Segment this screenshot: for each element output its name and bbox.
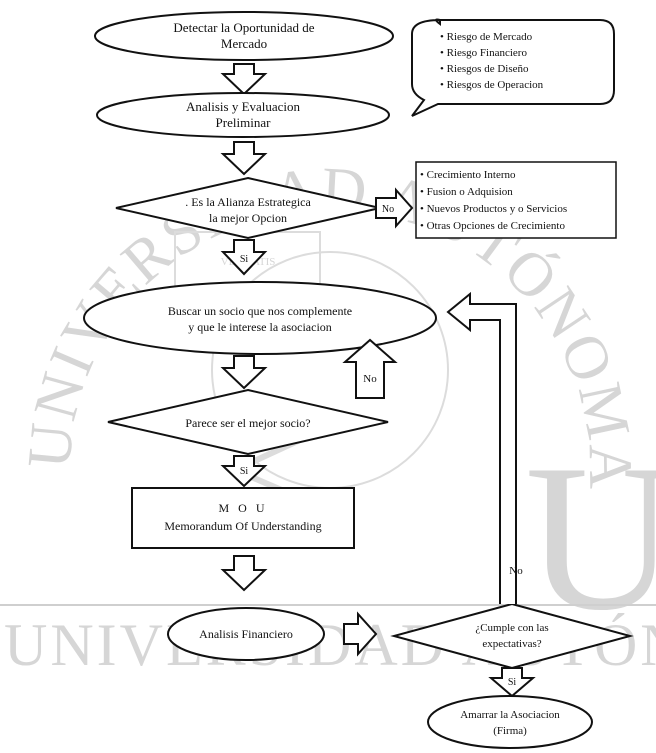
node-mou: M O U Memorandum Of Understanding [131, 487, 355, 549]
risk-item: • Riesgo Financiero [440, 47, 527, 59]
down-arrow-icon [220, 455, 268, 488]
node-text-line: la mejor Opcion [209, 211, 287, 225]
diamond-shape [115, 176, 381, 240]
alternative-item: • Crecimiento Interno [420, 169, 516, 181]
node-search: Buscar un socio que nos complemente y qu… [83, 281, 437, 355]
ellipse-shape [94, 11, 394, 61]
ellipse-shape [96, 92, 390, 138]
node-alliance: . Es la Alianza Estrategica la mejor Opc… [115, 176, 381, 240]
right-arrow-icon [343, 611, 378, 657]
alternative-item: • Otras Opciones de Crecimiento [420, 220, 565, 232]
node-text-line: Amarrar la Asociacion [460, 709, 560, 721]
node-financial: Analisis Financiero [167, 607, 325, 661]
node-text-line: . Es la Alianza Estrategica [185, 195, 311, 209]
down-arrow-icon [220, 239, 268, 276]
node-text-line: Analisis y Evaluacion [186, 99, 301, 114]
node-text-line: Memorandum Of Understanding [164, 519, 321, 533]
process-box [131, 487, 355, 549]
box-shape [415, 161, 617, 239]
node-text-line: Analisis Financiero [199, 627, 293, 641]
diamond-shape [107, 388, 389, 456]
ellipse-shape [167, 607, 325, 661]
down-arrow-icon [220, 63, 268, 96]
branch-label-no: No [382, 204, 394, 215]
node-analysis: Analisis y Evaluacion Preliminar [96, 92, 390, 138]
node-text-line: ¿Cumple con las [475, 622, 548, 634]
node-detect: Detectar la Oportunidad de Mercado [94, 11, 394, 61]
node-text-line: expectativas? [482, 638, 541, 650]
node-text-line: Mercado [221, 36, 267, 51]
branch-label-no: No [363, 373, 377, 385]
node-text-line: Preliminar [216, 115, 272, 130]
alternative-item: • Nuevos Productos y o Servicios [420, 203, 567, 215]
node-best-partner: Parece ser el mejor socio? [107, 388, 389, 456]
alternatives-box: • Crecimiento Interno • Fusion o Adquisi… [415, 161, 617, 239]
watermark-rule [0, 604, 656, 606]
ellipse-shape [427, 695, 593, 749]
node-text-line: M O U [218, 501, 267, 515]
up-arrow-icon [342, 338, 398, 399]
node-text-line: Detectar la Oportunidad de [173, 20, 314, 35]
branch-label-si: Si [508, 677, 517, 688]
risk-item: • Riesgos de Operacion [440, 79, 544, 91]
loop-back-arrow-icon [446, 291, 517, 604]
down-arrow-icon [220, 355, 268, 390]
down-arrow-icon [220, 555, 268, 592]
right-arrow-icon [375, 187, 414, 229]
alternative-item: • Fusion o Adquision [420, 186, 513, 198]
node-text-line: Parece ser el mejor socio? [185, 416, 310, 430]
risks-callout: • Riesgo de Mercado • Riesgo Financiero … [411, 18, 615, 117]
risk-item: • Riesgo de Mercado [440, 31, 533, 43]
ellipse-shape [83, 281, 437, 355]
down-arrow-icon [220, 141, 268, 176]
node-text-line: Buscar un socio que nos complemente [168, 304, 352, 318]
node-text-line: (Firma) [493, 725, 527, 737]
callout-shape [411, 18, 615, 117]
branch-label-si: Si [240, 254, 249, 265]
node-text-line: y que le interese la asociacion [188, 320, 332, 334]
branch-label-no: No [509, 565, 523, 577]
branch-label-si: Si [240, 466, 249, 477]
node-sign: Amarrar la Asociacion (Firma) [427, 695, 593, 749]
node-meets: ¿Cumple con las expectativas? [390, 602, 634, 670]
down-arrow-icon [488, 667, 536, 698]
risk-item: • Riesgos de Diseño [440, 63, 529, 75]
